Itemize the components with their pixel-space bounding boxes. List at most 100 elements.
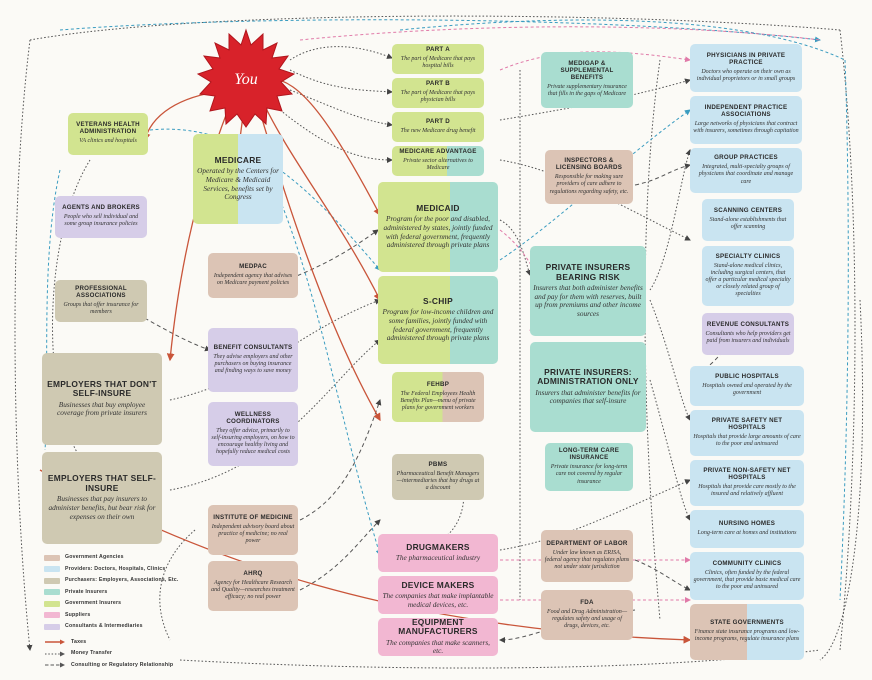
node-fehbp: FEHBP The Federal Employees Health Benef…	[392, 372, 484, 422]
legend-swatch	[44, 623, 60, 630]
legend-category-item: Government Insurers	[44, 598, 194, 610]
node-physicians-private-practice-desc: Doctors who operate on their own as indi…	[696, 68, 796, 82]
node-public-hospitals-title: Public Hospitals	[715, 373, 779, 381]
node-medicare-advantage-title: Medicare Advantage	[399, 148, 477, 156]
node-part-b-title: Part B	[425, 80, 451, 88]
node-device-makers-desc: The companies that make implantable medi…	[382, 590, 494, 609]
node-public-hospitals-desc: Hospitals owned and operated by the gove…	[702, 383, 792, 397]
node-physicians-private-practice: Physicians in Private Practice Doctors w…	[690, 44, 802, 92]
node-ahrq: AHRQ Agency for Healthcare Research and …	[208, 561, 298, 611]
legend-category-item: Consultants & Intermediaries	[44, 621, 194, 633]
legend-label: Suppliers	[65, 611, 91, 618]
node-employers-self-insure-desc: Businesses that pay insurers to administ…	[48, 494, 156, 521]
legend-category-item: Suppliers	[44, 610, 194, 622]
node-fehbp-title: FEHBP	[426, 380, 450, 388]
legend-line-sample	[45, 639, 65, 645]
node-nursing-homes: Nursing Homes Long-term care at homes an…	[690, 510, 804, 548]
node-department-of-labor-desc: Under law known as ERISA, federal agency…	[544, 549, 630, 571]
legend-label: Government Agencies	[65, 554, 124, 561]
node-revenue-consultants-title: Revenue Consultants	[706, 321, 790, 329]
node-institute-of-medicine-desc: Independent advisory board about practic…	[211, 523, 295, 545]
node-private-insurers-admin: Private Insurers: Administration Only In…	[530, 342, 646, 432]
node-independent-practice-associations-desc: Large networks of physicians that contra…	[693, 120, 799, 134]
node-pbms-desc: Pharmaceutical Benefit Managers—intermed…	[396, 470, 480, 492]
node-medicare-advantage: Medicare Advantage Private sector altern…	[392, 146, 484, 176]
node-medicaid-title: Medicaid	[416, 202, 460, 213]
node-specialty-clinics-title: Specialty Clinics	[715, 252, 781, 260]
node-employers-self-insure: Employers that self-insure Businesses th…	[42, 452, 162, 544]
node-state-governments: State Governments Finance state insuranc…	[690, 604, 804, 660]
node-benefit-consultants-desc: They advise employers and other purchase…	[213, 353, 293, 375]
node-professional-associations: Professional Associations Groups that of…	[55, 280, 147, 322]
node-professional-associations-title: Professional Associations	[75, 284, 127, 299]
node-pbms-title: PBMs	[428, 460, 448, 468]
node-medpac: MedPAC Independent agency that advises o…	[208, 253, 298, 298]
legend-label: Government Insurers	[65, 600, 122, 607]
node-inspectors-title: Inspectors & Licensing Boards	[555, 157, 623, 172]
node-state-governments-title: State Governments	[710, 619, 784, 627]
legend-line-sample	[45, 651, 65, 657]
node-specialty-clinics: Specialty Clinics Stand-alone medical cl…	[702, 246, 794, 306]
node-veterans-health-desc: VA clinics and hospitals	[79, 138, 137, 145]
node-specialty-clinics-desc: Stand-alone medical clinics, including s…	[705, 262, 791, 298]
legend-swatch	[44, 589, 60, 596]
node-long-term-care-desc: Private insurance for long-term care not…	[550, 464, 628, 485]
node-group-practices-title: Group Practices	[714, 154, 778, 162]
node-drugmakers: Drugmakers The pharmaceutical industry	[378, 534, 498, 572]
node-community-clinics-desc: Clinics, often funded by the federal gov…	[693, 569, 801, 591]
node-wellness-coordinators-title: Wellness Coordinators	[226, 410, 280, 425]
legend-swatch	[44, 554, 60, 561]
node-part-a: Part A The part of Medicare that pays ho…	[392, 44, 484, 74]
node-private-insurers-risk-title: Private Insurers Bearing Risk	[545, 262, 631, 282]
node-veterans-health: Veterans Health Administration VA clinic…	[68, 113, 148, 155]
node-private-non-safety-net-hospitals-title: Private Non-Safety Net Hospitals	[703, 466, 791, 481]
node-private-safety-net-hospitals: Private Safety Net Hospitals Hospitals t…	[690, 410, 804, 456]
node-equipment-manufacturers: Equipment Manufacturers The companies th…	[378, 618, 498, 656]
node-part-b-desc: The part of Medicare that pays physician…	[400, 90, 476, 104]
node-medicaid-desc: Program for the poor and disabled, admin…	[383, 214, 493, 250]
node-drugmakers-title: Drugmakers	[406, 541, 470, 552]
node-private-non-safety-net-hospitals: Private Non-Safety Net Hospitals Hospita…	[690, 460, 804, 506]
node-private-insurers-admin-desc: Insurers that administer benefits for co…	[535, 387, 641, 406]
node-part-a-title: Part A	[426, 46, 450, 54]
node-long-term-care-title: Long-Term Care Insurance	[558, 447, 620, 462]
node-medicare-title: Medicare	[214, 154, 262, 165]
node-group-practices: Group Practices Integrated, multi-specia…	[690, 148, 802, 193]
node-scanning-centers-desc: Stand-alone establishments that offer sc…	[709, 217, 787, 231]
legend-label: Providers: Doctors, Hospitals, Clinics	[65, 565, 166, 572]
node-medpac-title: MedPAC	[239, 262, 267, 270]
node-equipment-manufacturers-title: Equipment Manufacturers	[398, 618, 478, 637]
node-state-governments-desc: Finance state insurance programs and low…	[694, 629, 800, 643]
node-private-non-safety-net-hospitals-desc: Hospitals that provide care mostly to th…	[698, 483, 796, 497]
node-inspectors-desc: Responsible for making sure providers of…	[549, 174, 629, 195]
node-drugmakers-desc: The pharmaceutical industry	[395, 553, 481, 563]
legend-label: Private Insurers	[65, 588, 108, 595]
legend-swatch	[44, 566, 60, 573]
node-group-practices-desc: Integrated, multi-specialty groups of ph…	[698, 164, 794, 185]
node-employers-not-self-insure: Employers that don't self-insure Busines…	[42, 353, 162, 445]
node-private-insurers-risk-desc: Insurers that both administer benefits a…	[533, 282, 643, 319]
node-benefit-consultants-title: Benefit Consultants	[213, 343, 293, 351]
legend-category-item: Private Insurers	[44, 587, 194, 599]
node-community-clinics: Community Clinics Clinics, often funded …	[690, 552, 804, 600]
legend-line-sample	[45, 662, 65, 668]
node-fda: FDA Food and Drug Administration—regulat…	[541, 590, 633, 640]
node-inspectors: Inspectors & Licensing Boards Responsibl…	[545, 150, 633, 204]
node-schip: S-CHIP Program for low-income children a…	[378, 276, 498, 364]
legend-label: Purchasers: Employers, Associations, Etc…	[65, 577, 179, 584]
node-benefit-consultants: Benefit Consultants They advise employer…	[208, 328, 298, 392]
node-fda-title: FDA	[580, 598, 594, 606]
legend-line-item: Money Transfer	[44, 648, 194, 660]
node-public-hospitals: Public Hospitals Hospitals owned and ope…	[690, 366, 804, 406]
node-medpac-desc: Independent agency that advises on Medic…	[213, 272, 293, 286]
node-independent-practice-associations-title: Independent Practice Associations	[704, 103, 788, 118]
you-starburst: You	[196, 28, 296, 128]
legend-category-item: Government Agencies	[44, 552, 194, 564]
legend-category-item: Providers: Doctors, Hospitals, Clinics	[44, 564, 194, 576]
node-private-insurers-risk: Private Insurers Bearing Risk Insurers t…	[530, 246, 646, 336]
node-revenue-consultants: Revenue Consultants Consultants who help…	[702, 313, 794, 355]
node-department-of-labor: Department of Labor Under law known as E…	[541, 530, 633, 582]
node-nursing-homes-desc: Long-term care at homes and institutions	[697, 529, 797, 536]
